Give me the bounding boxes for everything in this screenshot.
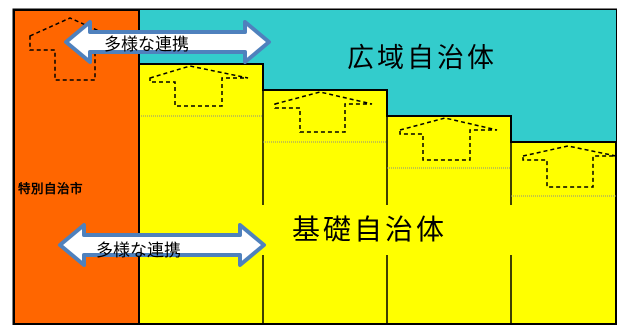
collaboration-arrow-bottom — [58, 223, 266, 267]
house-outline-icon — [29, 17, 111, 81]
house-outline-icon — [399, 117, 498, 161]
arrow-label-top: 多様な連携 — [104, 35, 189, 55]
house-outline-icon — [274, 91, 373, 133]
special-city-column — [13, 9, 140, 325]
arrow-label-bottom: 多様な連携 — [96, 241, 181, 261]
basic-government-block — [138, 63, 617, 325]
basic-government-label: 基礎自治体 — [292, 213, 448, 246]
house-outline-icon — [522, 145, 617, 188]
special-city-label: 特別自治市 — [18, 181, 84, 196]
house-outline-icon — [149, 65, 249, 107]
regional-government-label: 広域自治体 — [347, 43, 497, 74]
column-dividers — [262, 90, 512, 324]
collaboration-arrow-top — [64, 20, 271, 64]
